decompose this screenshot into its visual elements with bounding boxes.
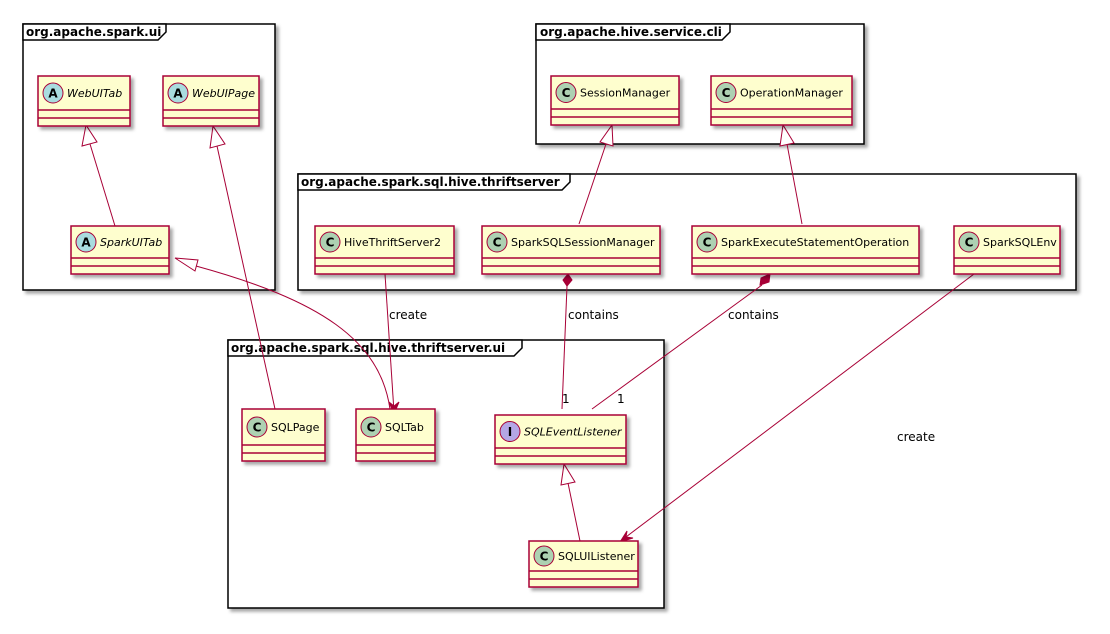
relation-sqltab-extends-sparkuitab — [174, 257, 391, 410]
stereotype-letter: C — [722, 86, 731, 100]
label-contains-operation: contains — [728, 308, 779, 322]
stereotype-letter: C — [367, 421, 376, 435]
relation-sparksqlsessionmanager-contains-sqleventlistener — [561, 273, 573, 410]
class-name: SQLPage — [271, 421, 320, 434]
class-name: WebUIPage — [192, 87, 255, 100]
multiplicity-session: 1 — [562, 392, 570, 406]
class-name: HiveThriftServer2 — [344, 236, 441, 249]
stereotype-letter: C — [540, 550, 549, 564]
package-title: org.apache.hive.service.cli — [540, 25, 722, 39]
class-sqleventlistener[interactable]: I SQLEventListener — [494, 414, 627, 465]
stereotype-letter: A — [173, 87, 183, 101]
relation-sqlpage-extends-webuipage — [209, 124, 276, 410]
stereotype-letter: C — [703, 236, 712, 250]
class-name: SQLUIListener — [558, 550, 635, 563]
class-name: SparkSQLSessionManager — [511, 236, 655, 249]
class-hivethriftserver2[interactable]: C HiveThriftServer2 — [314, 225, 455, 275]
class-name: SparkSQLEnv — [983, 236, 1057, 249]
class-name: SparkExecuteStatementOperation — [721, 236, 909, 249]
class-stereotype-icon — [958, 231, 980, 253]
stereotype-letter: C — [965, 236, 974, 250]
class-name: SQLTab — [385, 421, 424, 434]
stereotype-letter: C — [493, 236, 502, 250]
stereotype-letter: C — [326, 236, 335, 250]
class-sqltab[interactable]: C SQLTab — [355, 408, 436, 462]
class-stereotype-icon — [246, 416, 268, 438]
class-sparksqlsessionmanager[interactable]: C SparkSQLSessionManager — [481, 225, 661, 275]
stereotype-letter: I — [508, 425, 512, 439]
class-stereotype-icon — [555, 82, 577, 103]
abstract-stereotype-icon — [42, 82, 64, 104]
class-stereotype-icon — [319, 231, 341, 253]
stereotype-letter: A — [81, 236, 91, 250]
class-name: SparkUITab — [100, 236, 162, 249]
class-stereotype-icon — [715, 82, 737, 103]
relation-sparksqlsessionmanager-extends-sessionmanager — [578, 123, 614, 225]
stereotype-letter: C — [253, 421, 262, 435]
class-sqluilistener[interactable]: C SQLUIListener — [528, 540, 639, 588]
relation-sqluilistener-extends-sqleventlistener — [560, 462, 581, 542]
class-name: SessionManager — [580, 87, 671, 100]
class-name: WebUITab — [67, 87, 122, 100]
class-stereotype-icon — [533, 545, 555, 567]
abstract-stereotype-icon — [75, 231, 97, 253]
multiplicity-operation: 1 — [617, 392, 625, 406]
package-title: org.apache.spark.sql.hive.thriftserver.u… — [231, 341, 505, 355]
class-stereotype-icon — [486, 231, 508, 253]
class-box — [691, 225, 920, 275]
abstract-stereotype-icon — [167, 82, 189, 104]
package-title: org.apache.spark.sql.hive.thriftserver — [301, 175, 560, 189]
relation-hivethriftserver2-creates-sqltab — [384, 273, 400, 416]
class-sparkexecutestatementoperation[interactable]: C SparkExecuteStatementOperation — [691, 225, 920, 275]
class-stereotype-icon — [696, 231, 718, 253]
class-sessionmanager[interactable]: C SessionManager — [550, 75, 680, 126]
class-stereotype-icon — [360, 416, 382, 438]
class-webuitab[interactable]: A WebUITab — [37, 75, 131, 127]
class-box — [481, 225, 661, 275]
stereotype-letter: C — [562, 86, 571, 100]
package-title: org.apache.spark.ui — [26, 25, 161, 39]
relations — [81, 123, 975, 543]
relation-sparkuitab-extends-webuitab — [81, 123, 116, 227]
label-create-sqluilistener: create — [897, 430, 935, 444]
relation-sparkexecutestatementoperation-extends-operationmanager — [779, 123, 803, 225]
class-webuipage[interactable]: A WebUIPage — [162, 75, 260, 127]
label-contains-session: contains — [568, 308, 619, 322]
class-operationmanager[interactable]: C OperationManager — [710, 75, 853, 126]
interface-stereotype-icon — [499, 421, 521, 442]
relation-sparkexecutestatementoperation-contains-sqleventlistener — [591, 273, 771, 410]
class-sqlpage[interactable]: C SQLPage — [241, 408, 326, 462]
class-name: OperationManager — [740, 87, 843, 100]
label-create-sqltab: create — [389, 308, 427, 322]
class-sparksqlenv[interactable]: C SparkSQLEnv — [953, 225, 1061, 275]
relation-sparksqlenv-creates-sqluilistener — [618, 273, 975, 543]
class-sparkuitab[interactable]: A SparkUITab — [70, 225, 170, 275]
stereotype-letter: A — [48, 87, 58, 101]
class-name: SQLEventListener — [524, 426, 623, 439]
